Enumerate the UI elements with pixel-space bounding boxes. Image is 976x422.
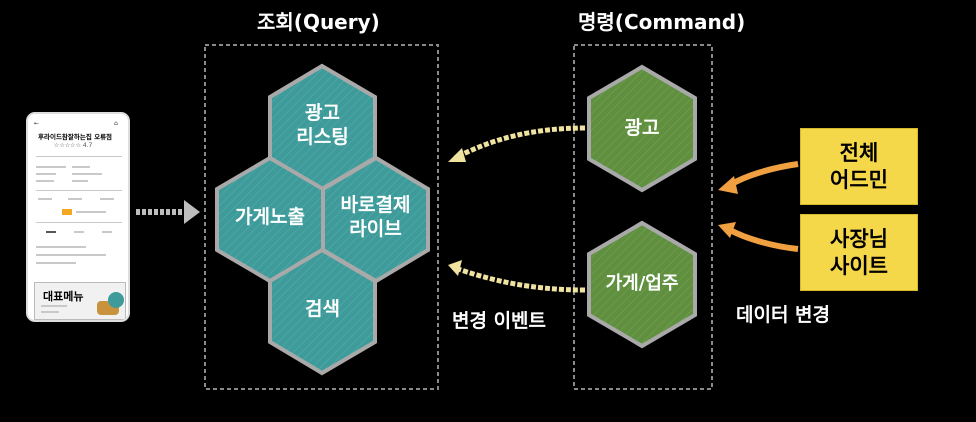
owner-site-sticky: 사장님 사이트 [800,214,918,291]
query-box [204,44,439,390]
hex-store-exposure-label: 가게노출 [235,206,305,228]
phone-menu-label: 대표메뉴 [43,290,84,303]
data-change-label: 데이터 변경 [736,304,831,326]
cart-icon: ⌂ [114,120,118,127]
phone-to-query-arrow [136,200,200,224]
command-box [573,44,713,390]
hex-command-store-owner [587,220,697,349]
owner-site-arrow [718,222,799,252]
event-arrow-ad [448,125,586,162]
hex-command-store-owner-label: 가게/업주 [605,273,679,294]
phone-mockup: ← ⌂ 후라이드참잘하는집 오류점 ☆☆☆☆☆ 4.7 대표메뉴 [26,112,130,322]
hex-command-ad [587,64,697,193]
hex-ad-listing-label: 광고 리스팅 [296,102,349,148]
hex-command-ad-label: 광고 [624,117,660,139]
back-icon: ← [34,120,40,127]
event-arrow-store [448,260,586,293]
admin-sticky: 전체 어드민 [800,128,918,205]
phone-store-name: 후라이드참잘하는집 오류점 [38,133,113,141]
phone-fab-icon [108,292,124,308]
hex-direct-payment-live-label: 바로결제 라이브 [340,194,411,240]
hex-search [268,247,377,376]
query-title: 조회(Query) [257,10,380,34]
command-title: 명령(Command) [578,10,746,34]
hex-search-label: 검색 [305,298,340,320]
admin-arrow [718,161,799,194]
change-event-label: 변경 이벤트 [452,310,547,332]
phone-menu-box: 대표메뉴 [34,282,126,320]
phone-rating: ☆☆☆☆☆ 4.7 [54,142,93,149]
